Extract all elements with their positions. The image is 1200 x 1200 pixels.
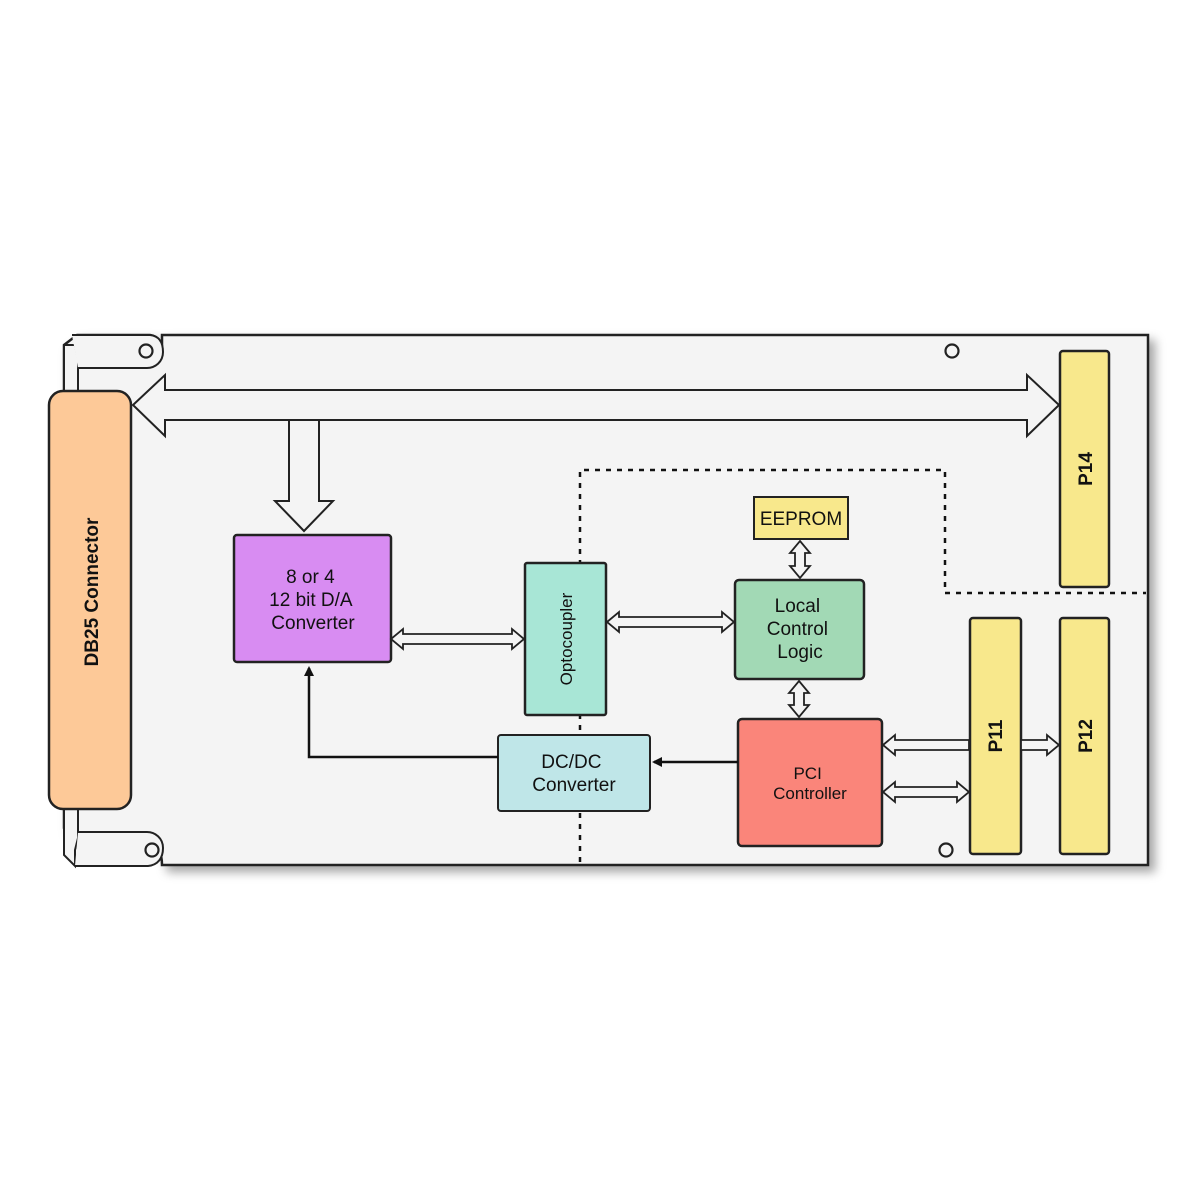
mounting-hole (138, 343, 154, 359)
bracket-tab-top (72, 334, 165, 369)
header-p11: P11 (968, 616, 1023, 856)
dac-label-line-2: 12 bit D/A (269, 590, 353, 611)
local-control-label: Local Control Logic (767, 596, 834, 663)
dcdc-line-2: Converter (532, 775, 616, 796)
pci-p11-arrow-lower (881, 780, 971, 804)
bus-to-dac-arrow (272, 419, 336, 533)
eeprom-local-arrow (788, 539, 812, 580)
pci-line-2: Controller (773, 784, 847, 803)
eeprom-label: EEPROM (760, 509, 842, 530)
header-p14-label: P14 (1076, 452, 1097, 486)
mounting-hole (944, 343, 960, 359)
pci-p11-arrow-upper (881, 733, 970, 757)
local-control-logic-block: Local Control Logic (733, 578, 866, 681)
optocoupler-local-arrow (605, 610, 736, 634)
header-p12-label: P12 (1076, 719, 1097, 753)
dcdc-line-1: DC/DC (541, 752, 601, 773)
dac-label: 8 or 4 12 bit D/A Converter (269, 567, 357, 634)
optocoupler-label: Optocoupler (557, 592, 576, 685)
dac-label-line-1: 8 or 4 (286, 567, 335, 588)
header-p11-label: P11 (986, 719, 1007, 752)
local-control-line-3: Logic (777, 642, 822, 663)
dac-optocoupler-arrow (389, 627, 526, 651)
local-control-line-1: Local (775, 596, 820, 617)
header-p14: P14 (1058, 349, 1111, 589)
mounting-hole (144, 842, 160, 858)
dcdc-label: DC/DC Converter (532, 752, 616, 796)
pci-label: PCI Controller (773, 764, 847, 803)
dac-label-line-3: Converter (271, 613, 355, 634)
optocoupler-block: Optocoupler (523, 561, 608, 717)
local-pci-arrow (787, 679, 811, 719)
pci-controller-block: PCI Controller (736, 717, 884, 848)
mounting-hole (938, 842, 954, 858)
db25-connector-label: DB25 Connector (82, 517, 103, 666)
dcdc-to-dac-line (304, 666, 498, 759)
dcdc-converter-block: DC/DC Converter (497, 734, 651, 812)
eeprom-block: EEPROM (753, 496, 849, 540)
local-control-line-2: Control (767, 619, 828, 640)
dac-block: 8 or 4 12 bit D/A Converter (232, 533, 393, 664)
isolation-boundary (578, 468, 1146, 862)
header-p12: P12 (1058, 616, 1111, 856)
pci-line-1: PCI (793, 764, 821, 783)
bracket-tab-bottom (75, 831, 165, 867)
p11-p12-arrow (1020, 733, 1061, 757)
db25-connector: DB25 Connector (47, 389, 133, 811)
